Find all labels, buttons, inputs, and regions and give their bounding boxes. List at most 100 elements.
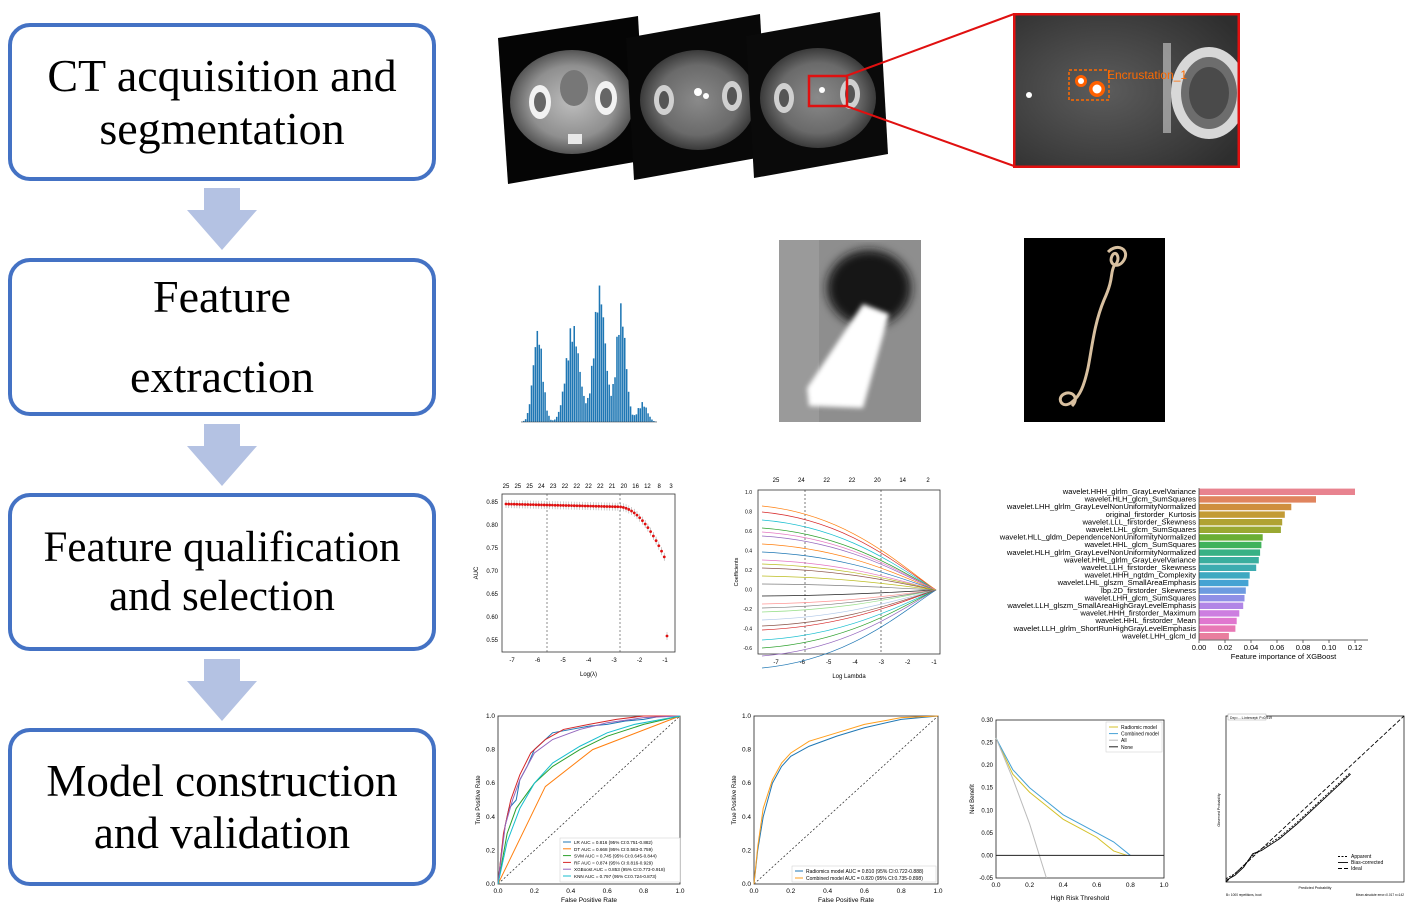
- y-tick-label: 0.30: [981, 718, 993, 724]
- histogram-bar: [627, 391, 630, 422]
- y-tick-label: 0.8: [486, 747, 495, 754]
- importance-bar: [1199, 610, 1240, 617]
- auc-point: [635, 513, 639, 517]
- auc-point: [621, 506, 625, 509]
- coefficient-path: [761, 551, 937, 591]
- importance-bar: [1199, 519, 1283, 526]
- top-tick-label: 24: [798, 478, 805, 484]
- series-line: [497, 715, 681, 885]
- plot-frame: [753, 715, 939, 885]
- y-axis-label: True Positive Rate: [476, 775, 482, 825]
- top-tick-label: 20: [621, 484, 628, 490]
- coefficient-path: [761, 589, 937, 631]
- auc-point: [627, 508, 631, 511]
- x-tick-label: -2: [905, 660, 911, 666]
- histogram-bar: [526, 413, 529, 422]
- y-tick-label: 0.20: [981, 763, 993, 769]
- x-axis-label: Feature importance of XGBoost: [1231, 652, 1337, 661]
- legend-label: Bias-corrected: [1351, 860, 1383, 866]
- reference-diagonal: [497, 715, 681, 885]
- histogram-bar: [645, 407, 647, 422]
- feature-name-label: wavelet.HHH_glrlm_GrayLevelVariance: [1062, 487, 1196, 496]
- x-tick-label: 0.6: [603, 888, 612, 895]
- x-tick-label: 0.12: [1348, 643, 1363, 652]
- x-tick-label: -3: [611, 658, 617, 664]
- histogram-bar: [594, 311, 597, 422]
- histogram-bar: [581, 386, 583, 422]
- auc-point: [575, 504, 579, 508]
- y-tick-label: 1.0: [486, 713, 495, 720]
- coefficient-path: [761, 589, 937, 597]
- importance-bar: [1199, 496, 1316, 503]
- auc-point: [611, 505, 614, 509]
- y-tick-label: -0.2: [743, 607, 752, 613]
- histogram-bar: [623, 337, 626, 422]
- series-line: [497, 715, 681, 885]
- coefficient-path: [761, 589, 937, 627]
- auc-point: [608, 505, 612, 508]
- histogram-bar: [647, 413, 649, 422]
- auc-point: [507, 502, 511, 506]
- stage-label: CT acquisition and segmentation: [47, 50, 397, 154]
- x-tick-label: -4: [586, 658, 592, 664]
- x-axis-label: False Positive Rate: [561, 897, 617, 904]
- y-tick-label: 0.05: [981, 831, 993, 837]
- feature-name-label: wavelet.HHH_firstorder_Maximum: [1079, 609, 1196, 618]
- plot-frame: [497, 715, 681, 885]
- y-tick-label: 0.0: [745, 588, 752, 594]
- auc-point: [665, 634, 669, 638]
- down-arrow-icon: [187, 659, 257, 721]
- coefficient-path: [761, 543, 937, 591]
- coefficient-path: [761, 583, 937, 591]
- importance-bar: [1199, 488, 1355, 495]
- stage-ct-acquisition: CT acquisition and segmentation: [8, 23, 436, 181]
- auc-point: [531, 503, 535, 507]
- auc-point: [651, 534, 655, 538]
- plot-frame: [757, 489, 941, 655]
- y-tick-label: 0.25: [981, 741, 993, 747]
- histogram-bar: [612, 384, 614, 422]
- y-tick-label: 1.0: [745, 490, 752, 496]
- histogram-bar: [602, 317, 605, 422]
- top-tick-label: 25: [526, 484, 533, 490]
- plot-frame: [995, 719, 1165, 879]
- down-arrow-icon: [187, 188, 257, 250]
- roc-models-chart: 0.00.00.20.20.40.40.60.60.80.81.01.0Fals…: [476, 713, 685, 904]
- histogram-bar: [536, 330, 539, 422]
- y-tick-label: -0.4: [743, 627, 752, 633]
- coefficient-path: [761, 531, 937, 591]
- auc-point: [534, 503, 538, 507]
- auc-point: [616, 505, 620, 509]
- auc-point: [654, 539, 658, 543]
- x-tick-label: -3: [879, 660, 885, 666]
- histogram-bar: [550, 419, 552, 422]
- histogram-bar: [622, 326, 624, 422]
- y-tick-label: 0.70: [486, 569, 498, 575]
- coefficient-path: [761, 589, 937, 613]
- auc-point: [630, 509, 633, 513]
- importance-bar: [1199, 541, 1262, 549]
- x-tick-label: 0.2: [786, 888, 795, 895]
- histogram-bar: [528, 404, 531, 422]
- feature-name-label: wavelet.HHH_ngtdm_Complexity: [1084, 571, 1197, 580]
- auc-point: [572, 504, 576, 508]
- x-tick-label: 0.00: [1192, 643, 1207, 652]
- ct-slice-2: [626, 14, 768, 180]
- histogram-bar: [548, 415, 550, 422]
- x-tick-label: -7: [773, 660, 779, 666]
- legend-label: SVM AUC = 0.745 (95% CI:0.645-0.844): [574, 854, 657, 859]
- histogram-bar: [577, 353, 579, 422]
- auc-point: [548, 503, 552, 507]
- histogram-bar: [625, 369, 628, 422]
- importance-bar: [1199, 572, 1250, 579]
- x-tick-label: 0.6: [1092, 882, 1101, 889]
- coefficient-path: [761, 589, 937, 605]
- histogram-bar: [620, 303, 622, 422]
- histogram-bar: [608, 384, 610, 422]
- y-tick-label: 0.80: [486, 523, 498, 529]
- x-axis-label: High Risk Threshold: [1051, 895, 1110, 902]
- auc-point: [589, 504, 592, 508]
- chart-title: Dxy=... L.intercept: P=0.919: [1230, 716, 1272, 720]
- x-tick-label: 0.2: [530, 888, 539, 895]
